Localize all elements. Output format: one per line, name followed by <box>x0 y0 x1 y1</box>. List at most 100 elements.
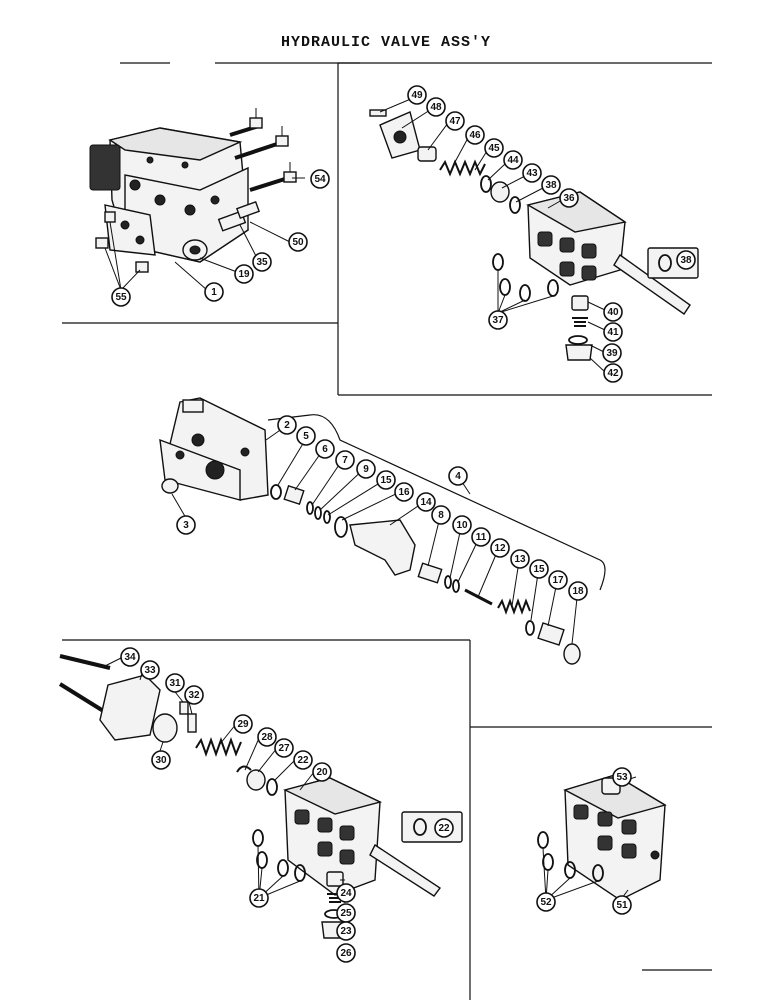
callout-40: 40 <box>603 302 623 322</box>
callout-number: 9 <box>363 464 369 475</box>
callout-circle <box>257 727 277 747</box>
callout-circle <box>312 762 332 782</box>
callout-number: 11 <box>476 532 487 543</box>
callout-5: 5 <box>296 426 316 446</box>
callout-circle <box>120 647 140 667</box>
callout-circle <box>490 538 510 558</box>
callout-circle <box>471 527 491 547</box>
callout-17: 17 <box>548 570 568 590</box>
callout-38: 38 <box>676 250 696 270</box>
callout-41: 41 <box>603 322 623 342</box>
callout-circle <box>288 232 308 252</box>
callout-number: 45 <box>488 143 500 154</box>
callout-circle <box>676 250 696 270</box>
callout-20: 20 <box>312 762 332 782</box>
callout-number: 39 <box>606 348 618 359</box>
callout-number: 38 <box>680 255 692 266</box>
callout-number: 47 <box>449 116 461 127</box>
callout-circle <box>602 343 622 363</box>
callout-2: 2 <box>277 415 297 435</box>
callout-7: 7 <box>335 450 355 470</box>
outlet-section <box>537 774 667 901</box>
callout-28: 28 <box>257 727 277 747</box>
callout-47: 47 <box>445 111 465 131</box>
callout-number: 49 <box>411 90 423 101</box>
callout-35: 35 <box>252 252 272 272</box>
callout-number: 33 <box>144 665 156 676</box>
callout-circle <box>529 559 549 579</box>
callout-26: 26 <box>336 943 356 963</box>
callout-25: 25 <box>336 903 356 923</box>
callout-9: 9 <box>356 459 376 479</box>
callout-49: 49 <box>407 85 427 105</box>
callout-number: 4 <box>455 471 461 482</box>
callout-circle <box>445 111 465 131</box>
callout-circle <box>465 125 485 145</box>
callout-number: 22 <box>297 755 309 766</box>
callout-23: 23 <box>336 921 356 941</box>
callout-number: 26 <box>340 948 352 959</box>
callout-circle <box>234 264 254 284</box>
callout-number: 34 <box>124 652 136 663</box>
callout-54: 54 <box>310 169 330 189</box>
callout-number: 41 <box>607 327 619 338</box>
control-section-exploded <box>369 109 699 361</box>
callout-circle <box>522 163 542 183</box>
callout-3: 3 <box>176 515 196 535</box>
callout-circle <box>488 310 508 330</box>
callout-number: 28 <box>261 732 273 743</box>
callout-circle <box>111 287 131 307</box>
callout-labels: 4948474645444338363837404139425450351915… <box>111 85 696 963</box>
callout-number: 40 <box>607 307 619 318</box>
callout-circle <box>452 515 472 535</box>
callout-12: 12 <box>490 538 510 558</box>
callout-number: 42 <box>607 368 619 379</box>
callout-circle <box>274 738 294 758</box>
callout-32: 32 <box>184 685 204 705</box>
callout-29: 29 <box>233 714 253 734</box>
callout-number: 3 <box>183 520 189 531</box>
callout-circle <box>140 660 160 680</box>
callout-number: 32 <box>188 690 200 701</box>
callout-18: 18 <box>568 581 588 601</box>
callout-circle <box>356 459 376 479</box>
callout-circle <box>548 570 568 590</box>
callout-1: 1 <box>204 282 224 302</box>
callout-circle <box>603 363 623 383</box>
callout-circle <box>603 302 623 322</box>
callout-27: 27 <box>274 738 294 758</box>
callout-number: 5 <box>303 431 309 442</box>
callout-38: 38 <box>541 175 561 195</box>
callout-circle <box>336 883 356 903</box>
callout-number: 25 <box>340 908 352 919</box>
callout-circle <box>252 252 272 272</box>
callout-circle <box>484 138 504 158</box>
callout-number: 46 <box>469 130 481 141</box>
callout-50: 50 <box>288 232 308 252</box>
callout-48: 48 <box>426 97 446 117</box>
callout-15: 15 <box>529 559 549 579</box>
callout-circle <box>407 85 427 105</box>
callout-number: 12 <box>494 543 506 554</box>
callout-number: 30 <box>155 755 167 766</box>
callout-number: 14 <box>420 497 432 508</box>
callout-number: 22 <box>438 823 450 834</box>
callout-6: 6 <box>315 439 335 459</box>
callout-number: 8 <box>438 510 444 521</box>
callout-4: 4 <box>448 466 468 486</box>
callout-13: 13 <box>510 549 530 569</box>
callout-21: 21 <box>249 888 269 908</box>
callout-number: 43 <box>526 168 538 179</box>
callout-43: 43 <box>522 163 542 183</box>
callout-circle <box>448 466 468 486</box>
callout-number: 21 <box>253 893 265 904</box>
callout-46: 46 <box>465 125 485 145</box>
callout-number: 16 <box>398 487 410 498</box>
callout-circle <box>293 750 313 770</box>
callout-circle <box>394 482 414 502</box>
callout-11: 11 <box>471 527 491 547</box>
callout-45: 45 <box>484 138 504 158</box>
callout-42: 42 <box>603 363 623 383</box>
callout-circle <box>376 470 396 490</box>
